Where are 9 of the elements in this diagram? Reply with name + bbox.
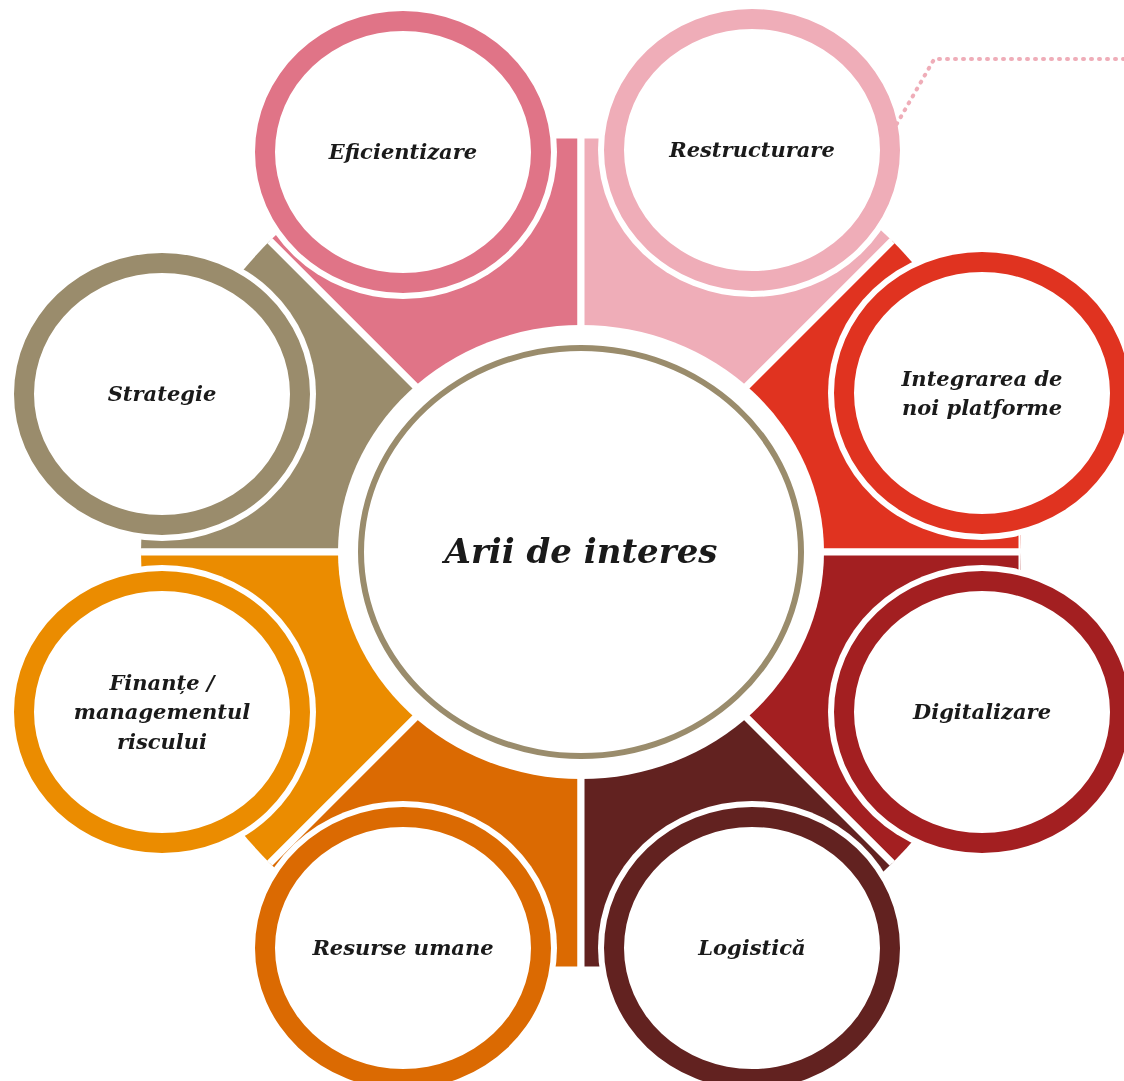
node-label: Logistică	[698, 934, 806, 963]
node-label: Restructurare	[669, 136, 835, 165]
node-label: Eficientizare	[328, 138, 478, 167]
node-label: Finanțe / managementul riscului	[72, 668, 252, 756]
node-label: Integrarea de noi platforme	[900, 364, 1064, 422]
node-label: Resurse umane	[312, 934, 494, 963]
node-label: Arii de interes	[444, 530, 718, 574]
node-label: Strategie	[107, 380, 217, 409]
node-label: Digitalizare	[912, 698, 1052, 727]
